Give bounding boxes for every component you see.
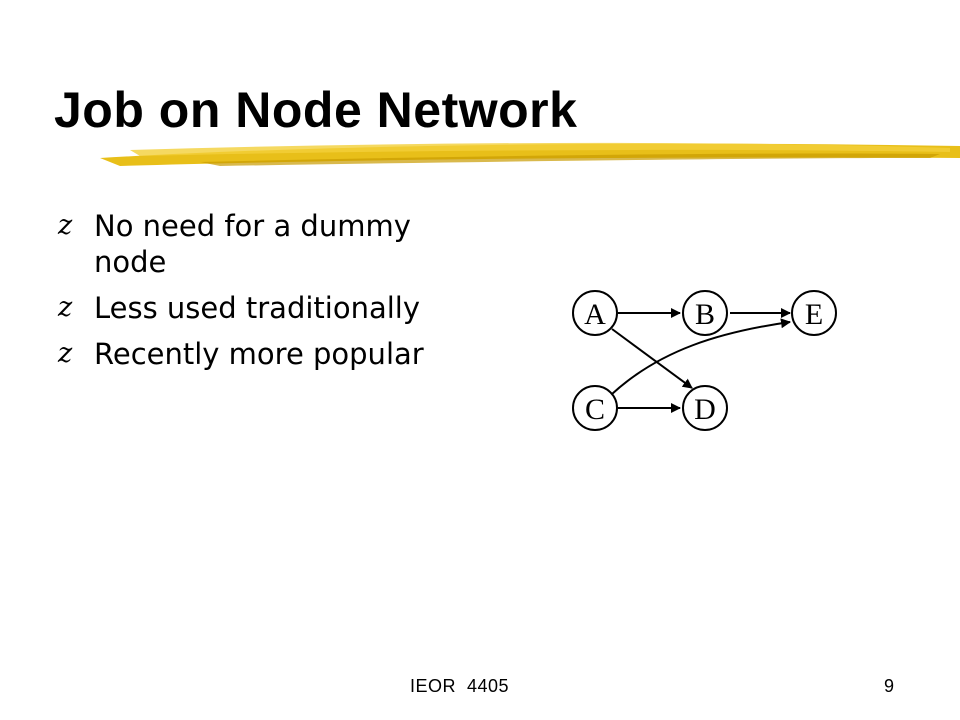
bullet-text: No need for a dummy node [94,209,411,279]
bullet-text: Less used traditionally [94,291,421,325]
title-underline-stroke [100,142,960,166]
bullet-item: z Less used traditionally [56,290,466,326]
node-a: A [572,290,618,336]
node-c: C [572,385,618,431]
node-a-label: A [584,298,606,331]
bullet-marker-icon: z [58,210,73,241]
bullet-text: Recently more popular [94,337,424,371]
footer-page-number: 9 [884,676,895,696]
node-d: D [682,385,728,431]
bullet-item: z No need for a dummy node [56,208,466,280]
node-b: B [682,290,728,336]
node-e: E [791,290,837,336]
bullet-list: z No need for a dummy node z Less used t… [56,208,466,382]
slide-title: Job on Node Network [54,82,578,138]
bullet-marker-icon: z [58,338,73,369]
edge-a-d [611,328,693,389]
edge-c-e [611,318,791,395]
footer-course: IEOR 4405 [410,676,510,696]
bullet-item: z Recently more popular [56,336,466,372]
node-d-label: D [694,393,716,426]
node-b-label: B [695,298,715,331]
node-c-label: C [585,393,605,426]
bullet-marker-icon: z [58,292,73,323]
node-e-label: E [805,298,823,331]
